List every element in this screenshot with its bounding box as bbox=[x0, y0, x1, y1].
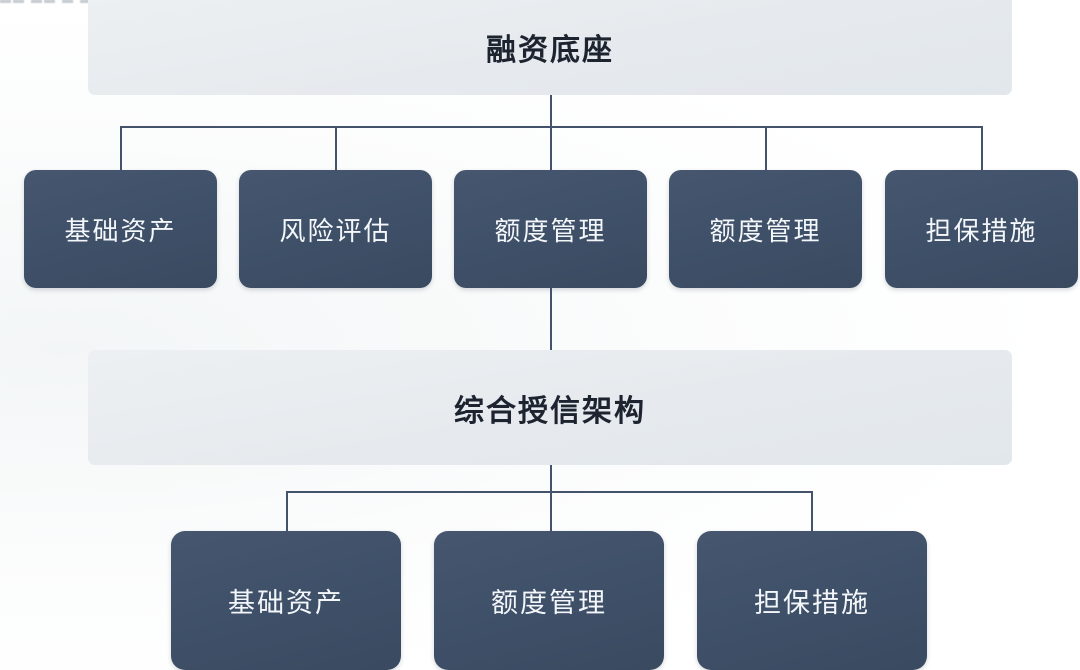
node-r2-c3[interactable]: 担保措施 bbox=[697, 531, 927, 670]
section-header-financing-base: 融资底座 bbox=[88, 0, 1012, 95]
connector-drop-r2-c2 bbox=[550, 491, 552, 533]
connector-drop-r1-c4 bbox=[765, 126, 767, 172]
node-label-r2-c2: 额度管理 bbox=[491, 588, 607, 618]
node-label-r1-c5: 担保措施 bbox=[925, 215, 1038, 246]
connector-drop-r2-c1 bbox=[286, 491, 288, 533]
node-label-r1-c4: 额度管理 bbox=[709, 215, 822, 246]
connector-bus-section2 bbox=[286, 491, 813, 493]
node-r2-c2[interactable]: 额度管理 bbox=[434, 531, 664, 670]
section-title-comprehensive-credit: 综合授信架构 bbox=[454, 394, 646, 428]
connector-drop-r1-c5 bbox=[981, 126, 983, 172]
node-r2-c1[interactable]: 基础资产 bbox=[171, 531, 401, 670]
node-r1-c1[interactable]: 基础资产 bbox=[24, 170, 217, 288]
connector-stem-section2 bbox=[550, 465, 552, 492]
connector-drop-r1-c3 bbox=[550, 126, 552, 172]
node-r1-c5[interactable]: 担保措施 bbox=[885, 170, 1078, 288]
connector-drop-r1-c1 bbox=[120, 126, 122, 172]
connector-drop-r2-c3 bbox=[811, 491, 813, 533]
node-label-r1-c2: 风险评估 bbox=[279, 215, 392, 246]
section-header-comprehensive-credit: 综合授信架构 bbox=[88, 350, 1012, 465]
connector-r1c3-to-section2 bbox=[550, 288, 552, 350]
node-r1-c3[interactable]: 额度管理 bbox=[454, 170, 647, 288]
node-r1-c2[interactable]: 风险评估 bbox=[239, 170, 432, 288]
connector-drop-r1-c2 bbox=[335, 126, 337, 172]
section-title-financing-base: 融资底座 bbox=[486, 33, 614, 67]
node-r1-c4[interactable]: 额度管理 bbox=[669, 170, 862, 288]
node-label-r1-c3: 额度管理 bbox=[494, 215, 607, 246]
node-label-r1-c1: 基础资产 bbox=[64, 215, 177, 246]
node-label-r2-c1: 基础资产 bbox=[228, 588, 344, 618]
node-label-r2-c3: 担保措施 bbox=[754, 588, 870, 618]
connector-stem-section1 bbox=[550, 95, 552, 127]
